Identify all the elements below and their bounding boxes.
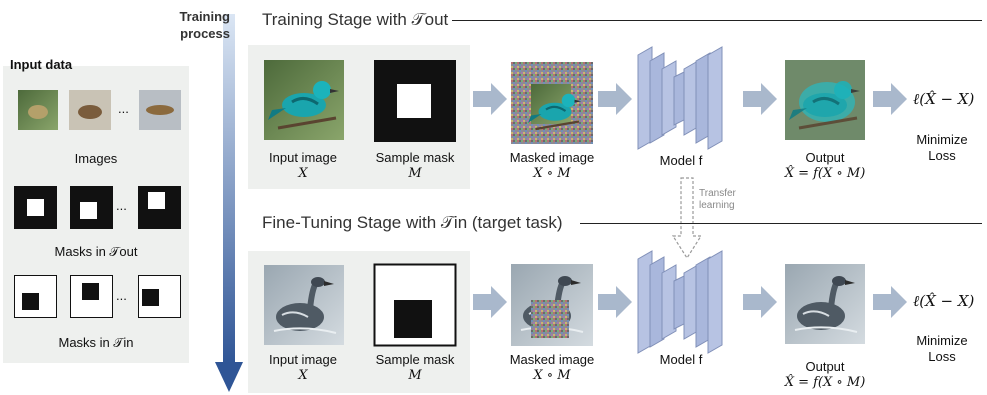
training-loss-formula: ℓ(X̂ − X) xyxy=(913,90,975,108)
finetune-masked-image xyxy=(511,264,593,346)
training-stage-title: Training Stage with 𝒯out xyxy=(262,10,449,29)
transfer-learning-arrow xyxy=(671,177,703,260)
finetune-arrow-1 xyxy=(473,286,507,318)
finetune-arrow-3 xyxy=(743,286,777,318)
training-stage-rule xyxy=(452,20,982,21)
finetune-stage-rule xyxy=(580,223,982,224)
masks-out-ellipsis: ... xyxy=(116,198,127,213)
training-minimize-label: Minimize Loss xyxy=(916,132,968,163)
images-label: Images xyxy=(74,151,118,166)
training-arrow-3 xyxy=(743,83,777,115)
finetune-output-label: Output X̂ = f(X ∘ M) xyxy=(784,359,866,390)
images-ellipsis: ... xyxy=(118,101,129,116)
masks-in-label: Masks in 𝒯in xyxy=(58,335,134,350)
training-process-arrow xyxy=(215,14,243,392)
sparrow-thumb-2 xyxy=(78,105,102,119)
masks-in-ellipsis: ... xyxy=(116,288,127,303)
training-masked-image-label: Masked image X ∘ M xyxy=(509,150,595,181)
training-output-label: Output X̂ = f(X ∘ M) xyxy=(784,150,866,181)
training-input-image xyxy=(264,60,344,140)
masks-out-label: Masks in 𝒯out xyxy=(54,244,138,259)
finetune-arrow-4 xyxy=(873,286,907,318)
masks-out-row xyxy=(14,186,181,229)
masks-in-row xyxy=(14,275,181,318)
training-model-icon xyxy=(637,46,723,150)
training-masked-image xyxy=(511,62,593,144)
training-arrow-4 xyxy=(873,83,907,115)
finetune-model-icon xyxy=(637,250,723,354)
finetune-sample-mask xyxy=(373,263,457,347)
finetune-loss-formula: ℓ(X̂ − X) xyxy=(913,292,975,310)
finetune-masked-image-label: Masked image X ∘ M xyxy=(509,352,595,383)
finetune-sample-mask-label: Sample mask M xyxy=(375,352,455,383)
transfer-learning-label: Transfer learning xyxy=(699,188,736,211)
finetune-input-image-label: Input image X xyxy=(269,352,337,383)
training-sample-mask xyxy=(374,60,456,142)
training-process-label: Training process xyxy=(179,9,230,41)
sparrow-thumb-1 xyxy=(28,105,48,119)
finetune-model-label: Model f xyxy=(659,352,703,367)
training-sample-mask-label: Sample mask M xyxy=(375,150,455,181)
finetune-minimize-label: Minimize Loss xyxy=(916,333,968,364)
finetune-input-image xyxy=(264,265,344,345)
training-output-image xyxy=(785,60,865,140)
finetune-stage-title: Fine-Tuning Stage with 𝒯in (target task) xyxy=(262,213,563,232)
training-input-image-label: Input image X xyxy=(269,150,337,181)
training-arrow-2 xyxy=(598,83,632,115)
training-model-label: Model f xyxy=(659,153,703,168)
bird-thumb-3 xyxy=(146,105,174,115)
finetune-arrow-2 xyxy=(598,286,632,318)
input-images-row xyxy=(18,90,181,130)
input-data-title: Input data xyxy=(10,57,73,72)
training-arrow-1 xyxy=(473,83,507,115)
finetune-output-image xyxy=(785,264,865,344)
